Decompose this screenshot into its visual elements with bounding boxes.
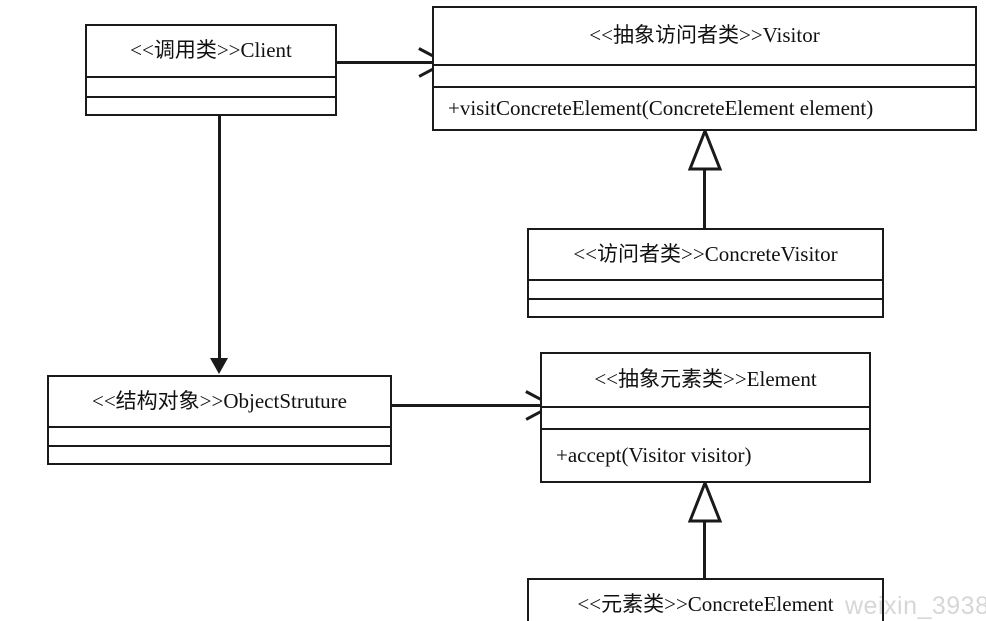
class-attributes-client: [87, 76, 335, 96]
uml-class-client[interactable]: <<调用类>>Client: [85, 24, 337, 116]
class-name-concreteelement: <<元素类>>ConcreteElement: [577, 592, 834, 617]
class-operations-element: +accept(Visitor visitor): [542, 428, 869, 481]
class-operations-objectstruture: [49, 445, 390, 463]
connector-client-objectstruture: [218, 114, 221, 362]
arrowhead-hollow-triangle-concreteelement-element: [687, 481, 723, 523]
uml-class-objectstruture[interactable]: <<结构对象>>ObjectStruture: [47, 375, 392, 465]
uml-class-concreteelement[interactable]: <<元素类>>ConcreteElement: [527, 578, 884, 621]
class-operations-concretevisitor: [529, 298, 882, 316]
class-attributes-concretevisitor: [529, 279, 882, 298]
connector-objectstruture-element: [391, 404, 541, 407]
connector-concreteelement-element: [703, 519, 706, 579]
class-name-element: <<抽象元素类>>Element: [594, 367, 817, 392]
class-attributes-element: [542, 406, 869, 428]
connector-client-visitor: [337, 61, 433, 64]
class-name-objectstruture: <<结构对象>>ObjectStruture: [91, 389, 347, 414]
arrowhead-open-client-visitor: [417, 52, 433, 72]
uml-class-element[interactable]: <<抽象元素类>>Element +accept(Visitor visitor…: [540, 352, 871, 483]
class-name-visitor: <<抽象访问者类>>Visitor: [589, 23, 820, 48]
uml-class-concretevisitor[interactable]: <<访问者类>>ConcreteVisitor: [527, 228, 884, 318]
class-name-client: <<调用类>>Client: [130, 38, 292, 63]
arrowhead-solid-client-objectstruture: [210, 358, 228, 374]
class-operations-client: [87, 96, 335, 114]
class-operations-visitor: +visitConcreteElement(ConcreteElement el…: [434, 86, 975, 129]
connector-concretevisitor-visitor: [703, 168, 706, 230]
uml-class-visitor[interactable]: <<抽象访问者类>>Visitor +visitConcreteElement(…: [432, 6, 977, 131]
class-attributes-visitor: [434, 64, 975, 86]
arrowhead-open-objectstruture-element: [524, 395, 540, 415]
arrowhead-hollow-triangle-concretevisitor-visitor: [687, 129, 723, 171]
class-attributes-objectstruture: [49, 426, 390, 445]
class-name-concretevisitor: <<访问者类>>ConcreteVisitor: [573, 242, 838, 267]
